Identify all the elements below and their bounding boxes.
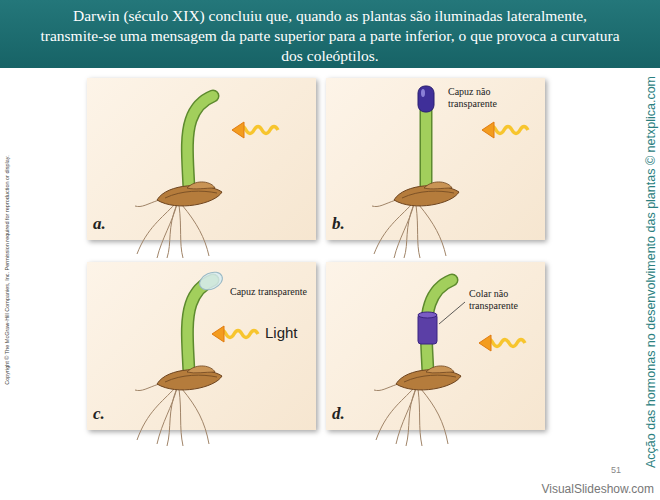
panel-letter: a. <box>93 214 106 234</box>
light-label: Light <box>265 324 298 341</box>
seedling-illustration <box>87 78 316 240</box>
panel-letter: b. <box>332 214 345 234</box>
experiment-panel: Capuz transparenteLight c. <box>87 262 316 430</box>
experiment-panel: Colar não transparente d. <box>326 262 545 430</box>
slide-title: Darwin (século XIX) concluiu que, quando… <box>40 6 620 66</box>
side-watermark: Acção das hormonas no desenvolvimento da… <box>644 76 658 468</box>
site-watermark: VisualSlideshow.com <box>541 482 654 496</box>
page-number: 51 <box>611 465 621 475</box>
experiment-panel: a. <box>87 78 316 240</box>
seedling-illustration <box>326 78 545 240</box>
experiment-panel: Capuz não transparente b. <box>326 78 545 240</box>
callout-label: Colar não transparente <box>469 288 543 311</box>
panel-letter: c. <box>93 404 105 424</box>
copyright-note: Copyright © The McGraw-Hill Companies, I… <box>4 155 10 384</box>
callout-label: Capuz não transparente <box>448 86 528 109</box>
seedling-illustration <box>326 262 545 430</box>
panel-letter: d. <box>332 404 345 424</box>
callout-label: Capuz transparente <box>230 286 310 298</box>
